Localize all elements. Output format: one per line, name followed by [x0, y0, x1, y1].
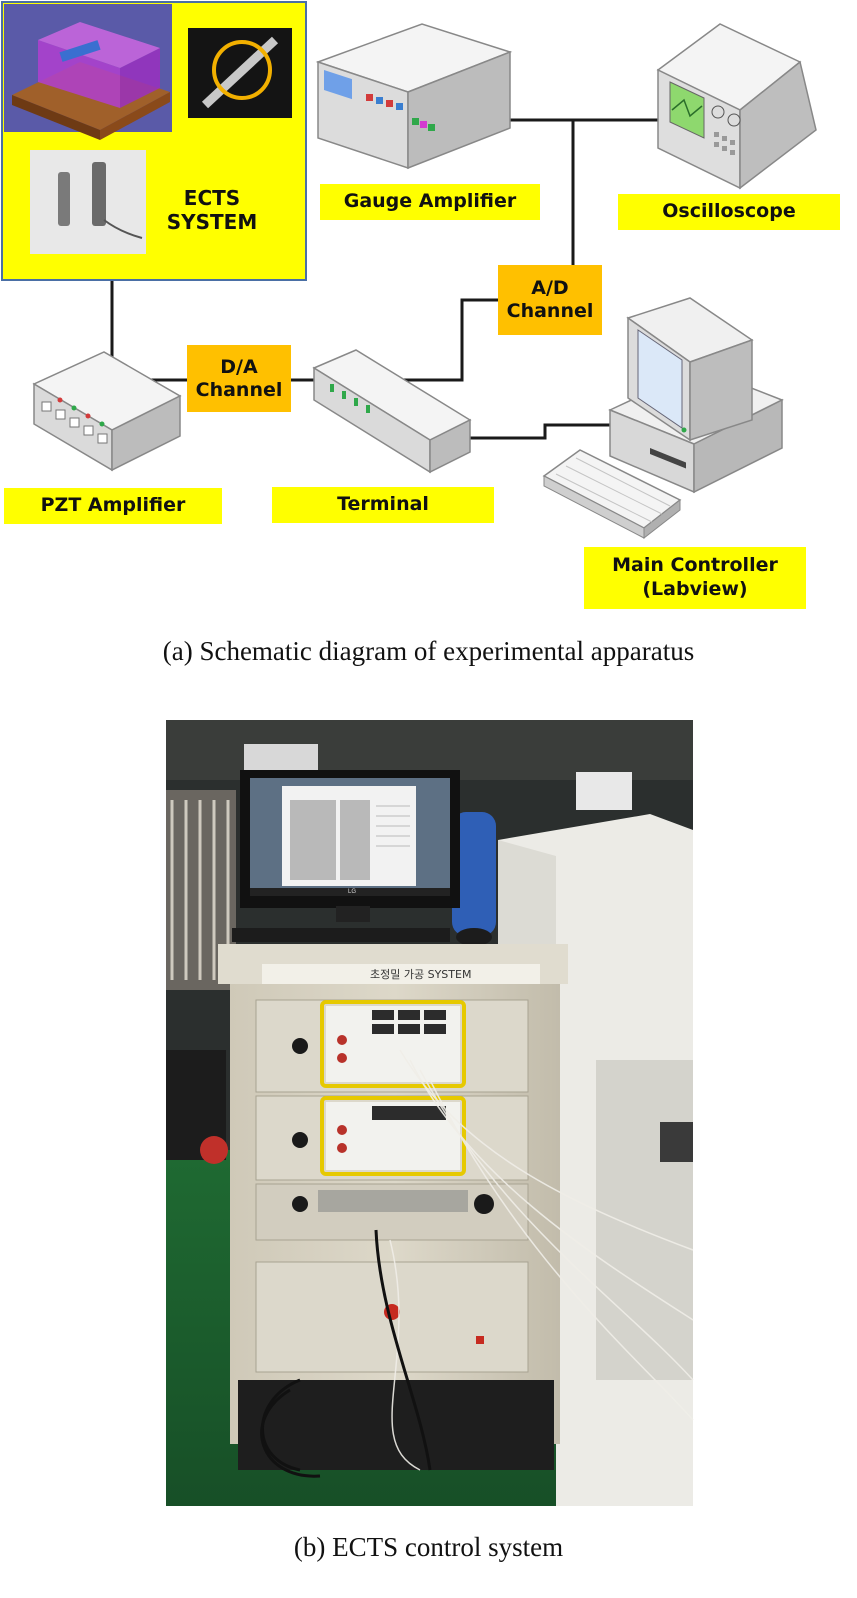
terminal-to-controller-line	[470, 423, 610, 440]
figure-caption-b: (b) ECTS control system	[293, 1532, 564, 1562]
gauge-amplifier-device	[315, 23, 513, 170]
main-controller-label: Main Controller (Labview)	[584, 547, 806, 609]
oscilloscope-device	[656, 23, 817, 190]
ects-actuator-photo	[30, 150, 146, 254]
ects-tool-closeup-image	[188, 28, 292, 118]
main-controller-computer	[542, 297, 784, 540]
ects-cad-render-image	[4, 4, 172, 140]
connection-lines	[110, 118, 660, 440]
oscilloscope-label: Oscilloscope	[618, 194, 840, 230]
cabinet-panel-title: 초정밀 가공 SYSTEM	[370, 968, 472, 981]
pzt-amplifier-device	[32, 351, 182, 472]
ad-channel-label: A/D Channel	[498, 265, 602, 335]
gauge-amplifier-label: Gauge Amplifier	[320, 184, 540, 220]
terminal-label: Terminal	[272, 487, 494, 523]
ects-system-label: ECTS SYSTEM	[166, 186, 258, 234]
terminal-to-ad-line	[395, 298, 500, 382]
monitor-brand-logo: LG	[347, 889, 356, 895]
figure-caption-a: (a) Schematic diagram of experimental ap…	[162, 636, 695, 666]
pzt-amplifier-label: PZT Amplifier	[4, 488, 222, 524]
terminal-device	[312, 349, 472, 474]
da-channel-label: D/A Channel	[187, 345, 291, 412]
